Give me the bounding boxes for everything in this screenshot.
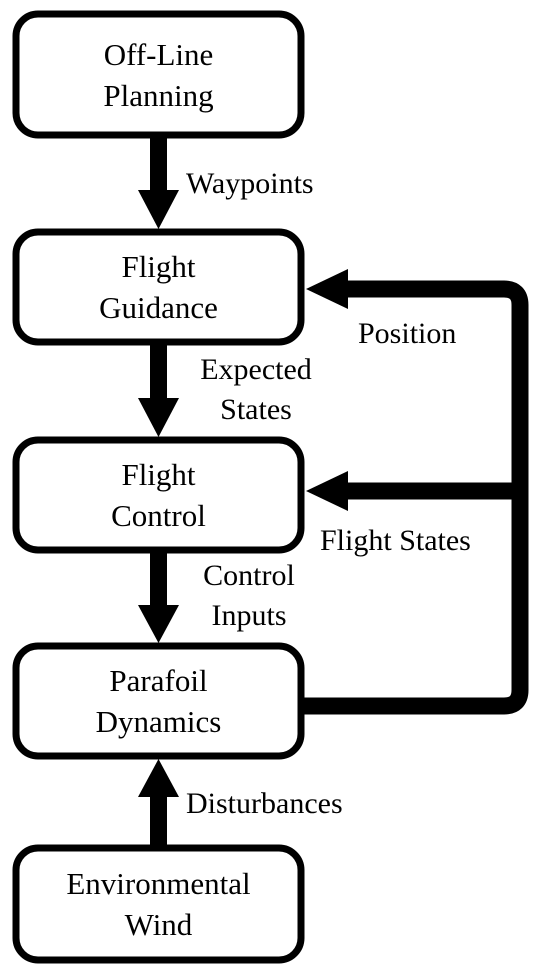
label-environmental-wind: Environmental Wind xyxy=(16,863,301,945)
edge-label-control-inputs-line2: Inputs xyxy=(211,599,287,632)
edge-label-flight-states: Flight States xyxy=(320,524,471,557)
box-offline-planning xyxy=(12,10,305,139)
box-environmental-wind xyxy=(12,844,305,964)
arrowhead-position xyxy=(306,269,348,309)
label-parafoil-dynamics-line1: Parafoil xyxy=(109,663,208,698)
label-parafoil-dynamics-line2: Dynamics xyxy=(95,704,222,739)
label-flight-control: Flight Control xyxy=(16,454,301,536)
label-offline-planning-line1: Off-Line xyxy=(103,37,214,72)
feedback-loop xyxy=(304,269,529,715)
label-offline-planning-line2: Planning xyxy=(103,78,214,113)
edge-label-waypoints: Waypoints xyxy=(186,167,314,200)
label-flight-control-line1: Flight xyxy=(121,457,196,492)
box-flight-control xyxy=(12,436,305,554)
label-parafoil-dynamics: Parafoil Dynamics xyxy=(16,660,301,742)
label-flight-guidance: Flight Guidance xyxy=(16,246,301,328)
arrowhead-flight-states xyxy=(306,471,348,511)
arrow-disturbances xyxy=(138,759,179,845)
label-flight-guidance-line2: Guidance xyxy=(99,290,218,325)
edge-label-control-inputs-line1: Control xyxy=(203,559,295,592)
edge-label-disturbances: Disturbances xyxy=(186,787,343,820)
edge-label-position: Position xyxy=(358,317,457,350)
label-flight-control-line2: Control xyxy=(111,498,206,533)
box-flight-guidance xyxy=(12,228,305,346)
edge-label-expected-states: Expected States xyxy=(186,350,326,430)
label-environmental-wind-line1: Environmental xyxy=(66,866,251,901)
arrow-expected-states xyxy=(138,345,179,437)
edge-label-expected-states-line1: Expected xyxy=(200,353,312,386)
label-environmental-wind-line2: Wind xyxy=(124,907,193,942)
label-offline-planning: Off-Line Planning xyxy=(16,34,301,116)
edge-label-expected-states-line2: States xyxy=(220,393,292,426)
arrow-waypoints xyxy=(138,138,179,229)
label-flight-guidance-line1: Flight xyxy=(121,249,196,284)
arrow-control-inputs xyxy=(138,553,179,643)
edge-label-control-inputs: Control Inputs xyxy=(186,556,312,636)
box-parafoil-dynamics xyxy=(12,642,305,760)
